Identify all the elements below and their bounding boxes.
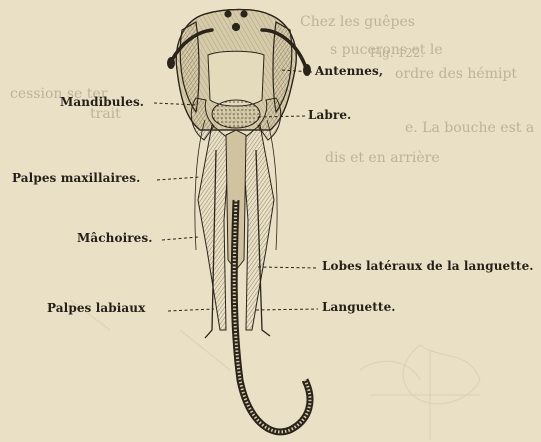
glossa: [234, 200, 310, 432]
labrum: [212, 100, 260, 128]
label-machoires: Mâchoires.: [77, 231, 153, 245]
label-palpes-maxillaires: Palpes maxillaires.: [12, 171, 140, 185]
label-mandibules: Mandibules.: [60, 95, 144, 109]
label-lobes-lateraux: Lobes latéraux de la languette.: [322, 259, 534, 273]
label-languette: Languette.: [322, 300, 396, 314]
label-antennes: Antennes,: [315, 64, 383, 78]
label-labre: Labre.: [308, 108, 351, 122]
label-palpes-labiaux: Palpes labiaux: [47, 301, 145, 315]
bleed-plant-sketch: [70, 300, 480, 440]
